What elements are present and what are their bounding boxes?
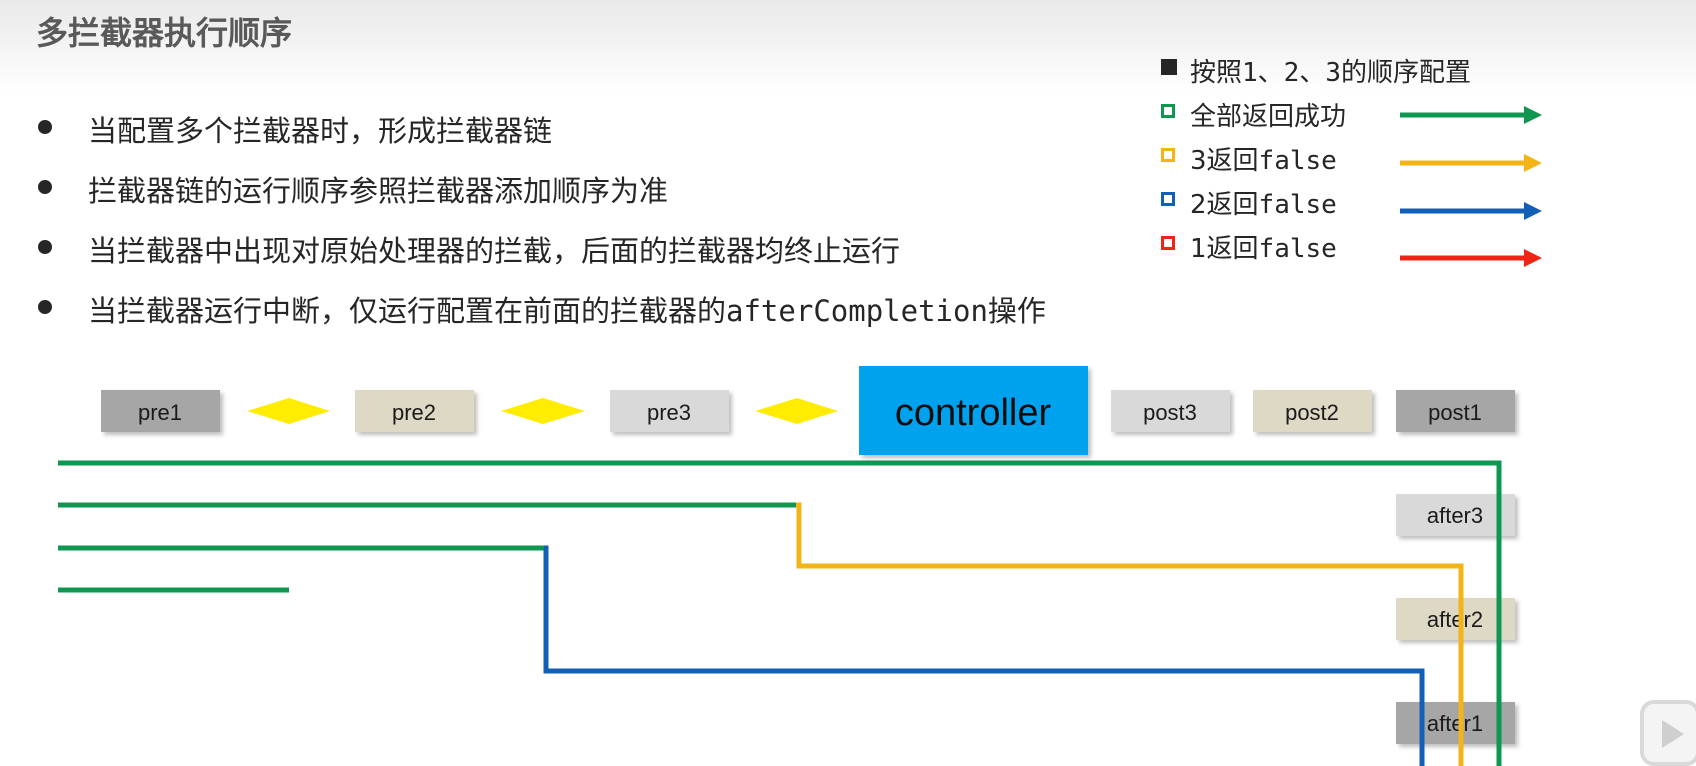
bullet-dot-icon — [38, 120, 52, 134]
node-label: after2 — [1427, 607, 1483, 632]
node-post2: post2 — [1253, 390, 1372, 432]
bullet-dot-icon — [38, 240, 52, 254]
node-label: after1 — [1427, 711, 1483, 736]
path-3-false-yellow — [796, 502, 1464, 766]
bullet-text: 拦截器链的运行顺序参照拦截器添加顺序为准 — [88, 174, 669, 208]
node-pre2: pre2 — [355, 390, 474, 432]
diamond-3 — [755, 398, 838, 424]
legend-arrowhead-red — [1524, 249, 1542, 267]
bullet-text: 当配置多个拦截器时，形成拦截器链 — [88, 114, 553, 148]
slide-header-band — [0, 0, 1696, 95]
diamond-2 — [501, 398, 585, 424]
node-label: pre3 — [647, 400, 691, 425]
legend-label: 按照1、2、3的顺序配置 — [1190, 58, 1471, 88]
legend-label: 全部返回成功 — [1190, 102, 1347, 132]
square-outline-icon — [1161, 236, 1175, 250]
flow-paths-overlay — [1419, 463, 1502, 766]
legend-label: 2返回false — [1190, 190, 1337, 220]
legend-arrowhead-yellow — [1524, 154, 1542, 172]
legend-arrowhead-green — [1524, 106, 1542, 124]
bullet-dot-icon — [38, 180, 52, 194]
node-controller: controller — [859, 366, 1088, 455]
legend-arrowhead-blue — [1524, 202, 1542, 220]
square-outline-icon — [1161, 104, 1175, 118]
node-after2: after2 — [1396, 598, 1515, 640]
bullet-dot-icon — [38, 300, 52, 314]
node-after3: after3 — [1396, 494, 1515, 536]
node-label: post1 — [1428, 400, 1482, 425]
path-all-success — [58, 460, 1502, 766]
square-bullet-icon — [1161, 59, 1177, 75]
legend-arrows — [1400, 106, 1542, 267]
node-pre3: pre3 — [610, 390, 729, 432]
square-outline-icon — [1161, 148, 1175, 162]
path-2-false-blue — [543, 545, 1425, 766]
square-outline-icon — [1161, 192, 1175, 206]
node-post1: post1 — [1396, 390, 1515, 432]
node-pre1: pre1 — [101, 390, 220, 432]
node-label: controller — [895, 392, 1052, 434]
bullet-text: 当拦截器中出现对原始处理器的拦截，后面的拦截器均终止运行 — [88, 234, 901, 268]
legend-label: 3返回false — [1190, 146, 1337, 176]
bullet-text: 当拦截器运行中断，仅运行配置在前面的拦截器的afterCompletion操作 — [88, 294, 1046, 328]
code-text: afterCompletion — [726, 294, 988, 328]
node-label: after3 — [1427, 503, 1483, 528]
diamond-1 — [247, 398, 330, 424]
node-label: pre2 — [392, 400, 436, 425]
play-icon[interactable] — [1640, 700, 1696, 766]
slide-title: 多拦截器执行顺序 — [36, 14, 293, 52]
node-post3: post3 — [1111, 390, 1230, 432]
flow-paths — [58, 460, 1502, 766]
node-after1: after1 — [1396, 702, 1515, 744]
node-label: pre1 — [138, 400, 182, 425]
legend-label: 1返回false — [1190, 234, 1337, 264]
node-label: post3 — [1143, 400, 1197, 425]
node-label: post2 — [1285, 400, 1339, 425]
